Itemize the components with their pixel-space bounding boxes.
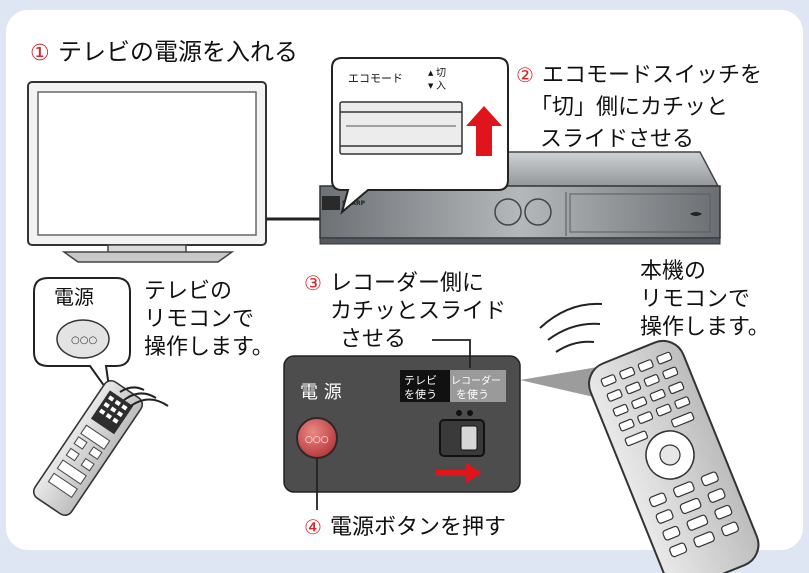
unit-remote-note-line3: 操作します。 bbox=[640, 315, 770, 340]
step3-number: ③ bbox=[304, 271, 322, 295]
tv-remote-note-line1: テレビの bbox=[144, 279, 232, 304]
tv-use-line2: を使う bbox=[404, 388, 437, 401]
step4-text: 電源ボタンを押す bbox=[330, 515, 506, 540]
step2-line2: 「切」側にカチッと bbox=[530, 95, 728, 120]
ecomode-callout: エコモード ▲ 切 ▼ 入 bbox=[331, 57, 509, 215]
step1-text: テレビの電源を入れる bbox=[58, 38, 298, 66]
step2-line1: エコモードスイッチを bbox=[542, 63, 762, 88]
unit-remote bbox=[588, 339, 760, 573]
ecomode-arrow-down-icon: ▼ bbox=[428, 82, 434, 90]
ecomode-arrow-up-icon: ▲ bbox=[428, 69, 434, 77]
ecomode-label: エコモード bbox=[348, 72, 403, 85]
unit-remote-signal-icon bbox=[539, 302, 603, 353]
step3-line3: させる bbox=[340, 327, 406, 352]
recorder-panel: 電 源 ○○○ テレビ を使う レコーダー を使う bbox=[283, 355, 521, 493]
recorder-power-label: 電 源 bbox=[300, 382, 342, 403]
tv-remote-note-line2: リモコンで bbox=[144, 307, 254, 332]
step3-line1: レコーダー側に bbox=[330, 271, 484, 296]
step4-number: ④ bbox=[304, 515, 322, 539]
tv-power-callout: 電源 ○○○ bbox=[33, 277, 131, 395]
tv bbox=[27, 81, 330, 263]
tv-use-line1: テレビ bbox=[404, 374, 437, 387]
step1-number: ① bbox=[30, 41, 50, 66]
unit-remote-note-line2: リモコンで bbox=[640, 287, 750, 312]
unit-remote-note-line1: 本機の bbox=[640, 259, 706, 284]
tv-power-button-dots: ○○○ bbox=[71, 335, 97, 346]
step3-line2: カチッとスライド bbox=[330, 299, 506, 324]
step2-number: ② bbox=[516, 63, 534, 87]
recorder-brand: SHARP bbox=[342, 200, 366, 207]
up-arrow-icon bbox=[466, 106, 502, 156]
tv-remote bbox=[32, 379, 144, 517]
step2-line3: スライドさせる bbox=[540, 127, 694, 152]
tv-power-label: 電源 bbox=[54, 285, 94, 309]
ecomode-on: 入 bbox=[436, 81, 446, 92]
ecomode-off: 切 bbox=[436, 67, 446, 79]
recorder-use-line1: レコーダー bbox=[451, 374, 501, 387]
recorder-use-line2: を使う bbox=[456, 388, 489, 401]
tv-remote-note-line3: 操作します。 bbox=[144, 335, 274, 360]
recorder-power-button-dots: ○○○ bbox=[305, 435, 329, 445]
slide-right-arrow-icon bbox=[436, 463, 482, 483]
tv-remote-signal-icon bbox=[119, 386, 169, 409]
step3-leader-line bbox=[432, 339, 471, 368]
